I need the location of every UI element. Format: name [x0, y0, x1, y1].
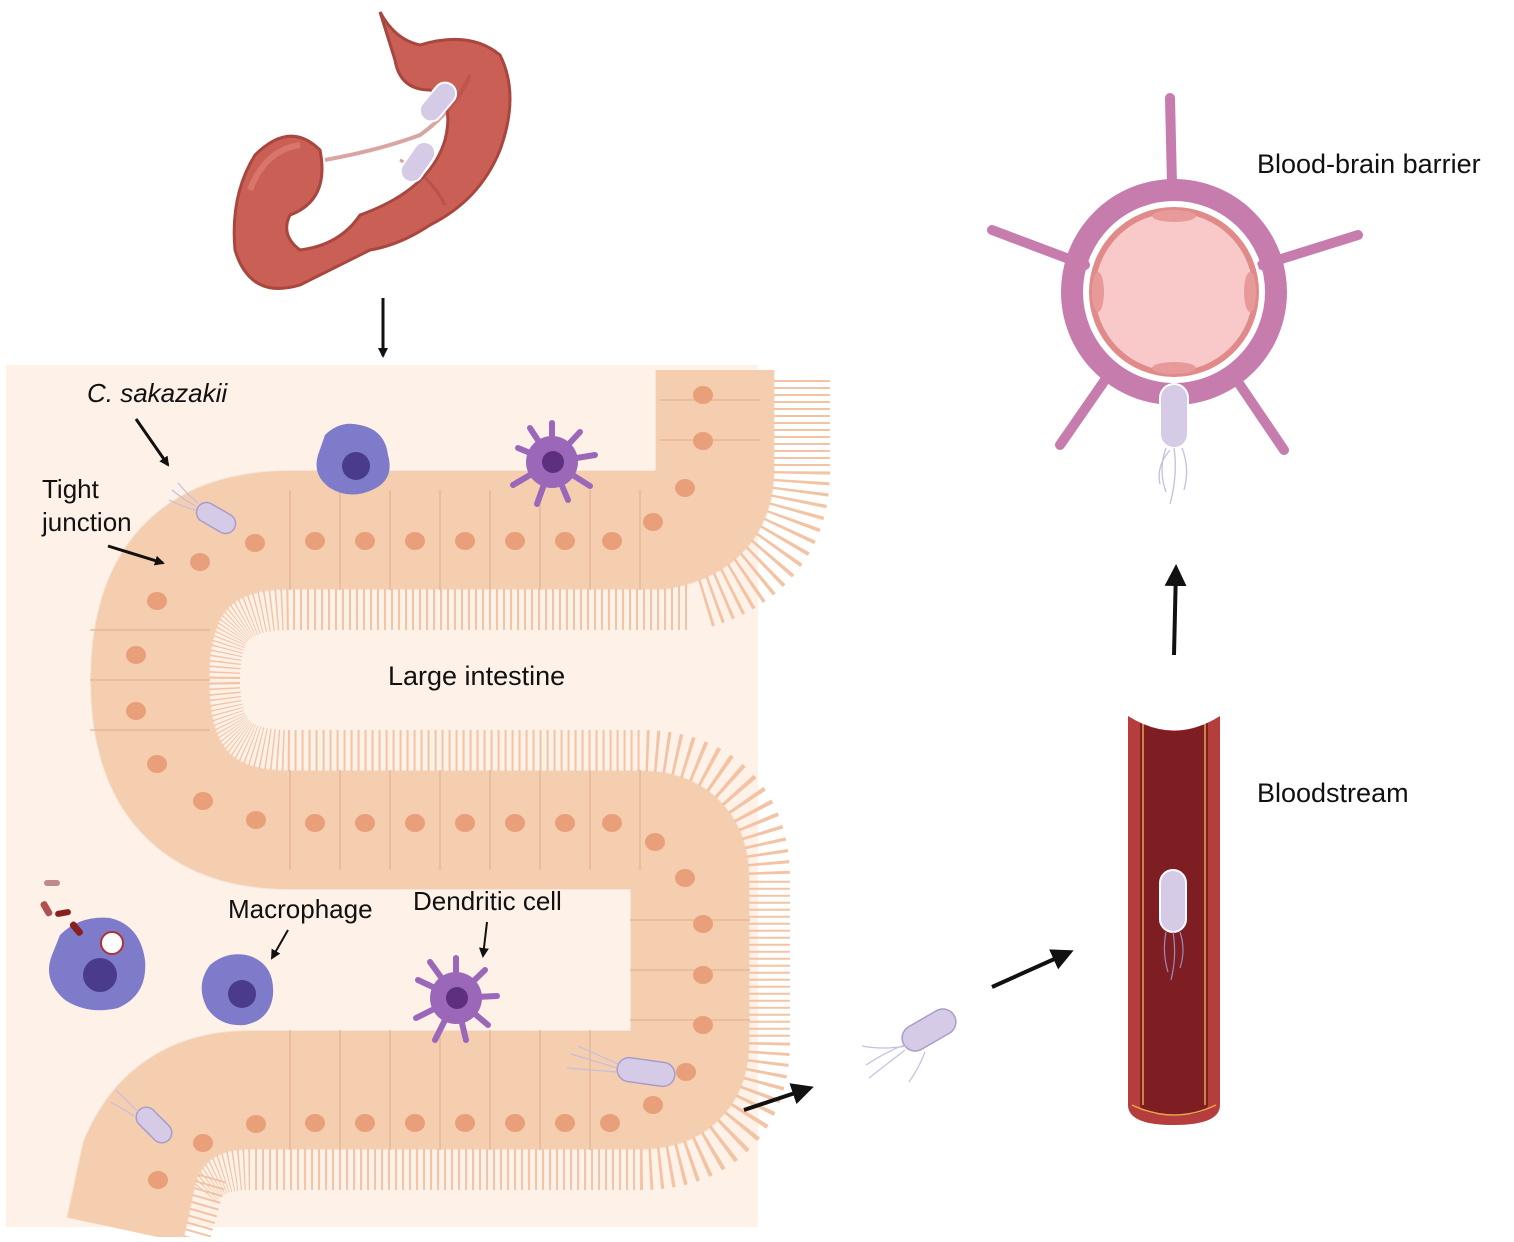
bacterium-lower-left — [109, 1089, 173, 1144]
intestine-epithelium-edge-outer — [66, 370, 775, 1242]
arrow-intestine-to-tissue — [743, 1083, 814, 1112]
macrophage-cell-top — [316, 423, 390, 495]
arrow-to-blood-brain-barrier — [1164, 564, 1187, 656]
label-blood-brain-barrier: Blood-brain barrier — [1257, 149, 1481, 179]
arrow-macrophage — [271, 929, 289, 960]
bacterium-at-bbb — [1158, 383, 1189, 505]
bacterium-tight-junction — [168, 482, 237, 535]
label-bloodstream: Bloodstream — [1257, 778, 1409, 808]
bacterium-in-bloodstream — [1159, 869, 1187, 981]
label-macrophage: Macrophage — [228, 894, 373, 924]
dendritic-cell-bottom — [413, 955, 500, 1043]
arrow-tight-junction — [107, 544, 165, 566]
label-c-sakazakii: C. sakazakii — [87, 378, 228, 408]
arrow-dendritic-cell — [478, 921, 489, 958]
label-tight-junction-line2: junction — [42, 507, 132, 537]
dendritic-cell-top — [510, 420, 598, 507]
stomach — [232, 11, 512, 290]
macrophage-engulfing — [40, 880, 146, 1011]
epithelial-nuclei — [126, 386, 713, 1189]
intestine-epithelium — [67, 370, 774, 1242]
epithelial-cell-borders — [90, 399, 760, 1150]
label-tight-junction-line1: Tight — [42, 474, 99, 504]
blood-brain-barrier — [987, 93, 1363, 455]
label-dendritic-cell: Dendritic cell — [413, 886, 562, 916]
arrow-to-bloodstream — [991, 949, 1074, 989]
arrow-c-sakazakii — [134, 418, 170, 467]
bacterium-lower-right — [566, 1045, 676, 1088]
label-large-intestine: Large intestine — [388, 661, 566, 691]
macrophage-cell-bottom — [201, 954, 274, 1026]
bacterium-translocating — [861, 1008, 957, 1083]
